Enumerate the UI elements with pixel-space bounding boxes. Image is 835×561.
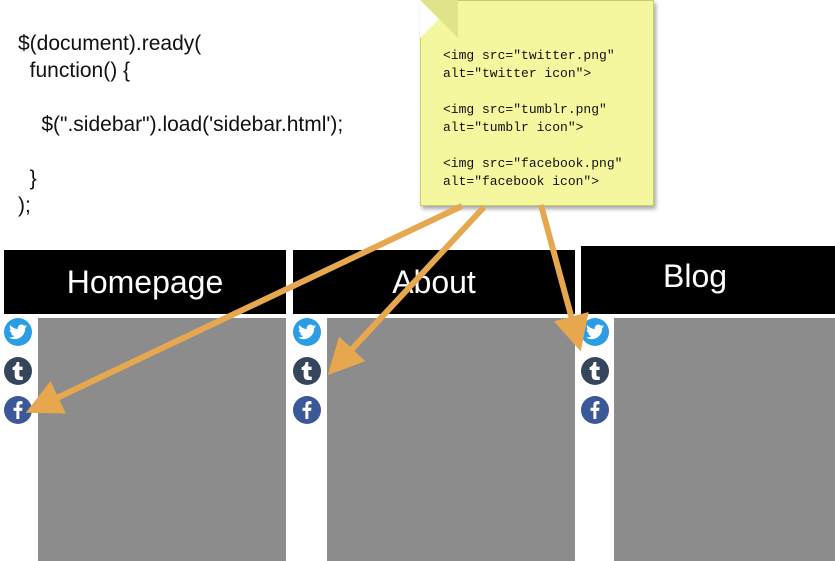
note-line: <img src="tumblr.png" xyxy=(443,102,607,117)
page-content-area xyxy=(327,318,575,561)
note-html-snippet: <img src="twitter.png" alt="twitter icon… xyxy=(443,47,622,191)
note-line: alt="tumblr icon"> xyxy=(443,120,584,135)
page-panel-homepage: Homepage xyxy=(4,250,286,561)
code-line xyxy=(18,138,343,165)
page-content-area xyxy=(38,318,286,561)
note-entry-facebook: <img src="facebook.png" alt="facebook ic… xyxy=(443,155,622,191)
tumblr-icon[interactable] xyxy=(293,357,321,385)
facebook-icon[interactable] xyxy=(4,396,32,424)
page-header: About xyxy=(293,250,575,314)
code-line: $(".sidebar").load('sidebar.html'); xyxy=(18,113,344,136)
sticky-note: <img src="twitter.png" alt="twitter icon… xyxy=(420,0,654,206)
page-content-area xyxy=(614,318,835,561)
twitter-icon[interactable] xyxy=(581,318,609,346)
note-fold-corner xyxy=(420,0,458,38)
page-title: Homepage xyxy=(66,264,224,300)
code-line: ); xyxy=(18,194,31,217)
tumblr-icon[interactable] xyxy=(4,357,32,385)
note-line: alt="facebook icon"> xyxy=(443,174,600,189)
note-line: alt="twitter icon"> xyxy=(443,66,592,81)
note-entry-tumblr: <img src="tumblr.png" alt="tumblr icon"> xyxy=(443,101,622,137)
code-line xyxy=(18,84,343,111)
note-line: <img src="twitter.png" xyxy=(443,48,615,63)
twitter-icon[interactable] xyxy=(4,318,32,346)
code-line: } xyxy=(18,167,37,190)
code-line: $(document).ready( xyxy=(18,32,202,55)
page-title: Blog xyxy=(663,258,728,294)
page-panel-about: About xyxy=(293,250,575,561)
facebook-icon[interactable] xyxy=(293,396,321,424)
page-header: Blog xyxy=(581,246,835,314)
page-header: Homepage xyxy=(4,250,286,314)
note-fold-flap xyxy=(420,0,458,38)
facebook-icon[interactable] xyxy=(581,396,609,424)
tumblr-icon[interactable] xyxy=(581,357,609,385)
twitter-icon[interactable] xyxy=(293,318,321,346)
note-entry-twitter: <img src="twitter.png" alt="twitter icon… xyxy=(443,47,622,83)
javascript-code-block: $(document).ready( function() { $(".side… xyxy=(18,30,343,219)
code-line: function() { xyxy=(18,59,131,82)
page-panel-blog: Blog xyxy=(581,246,835,561)
note-line: <img src="facebook.png" xyxy=(443,156,623,171)
page-title: About xyxy=(392,264,476,300)
